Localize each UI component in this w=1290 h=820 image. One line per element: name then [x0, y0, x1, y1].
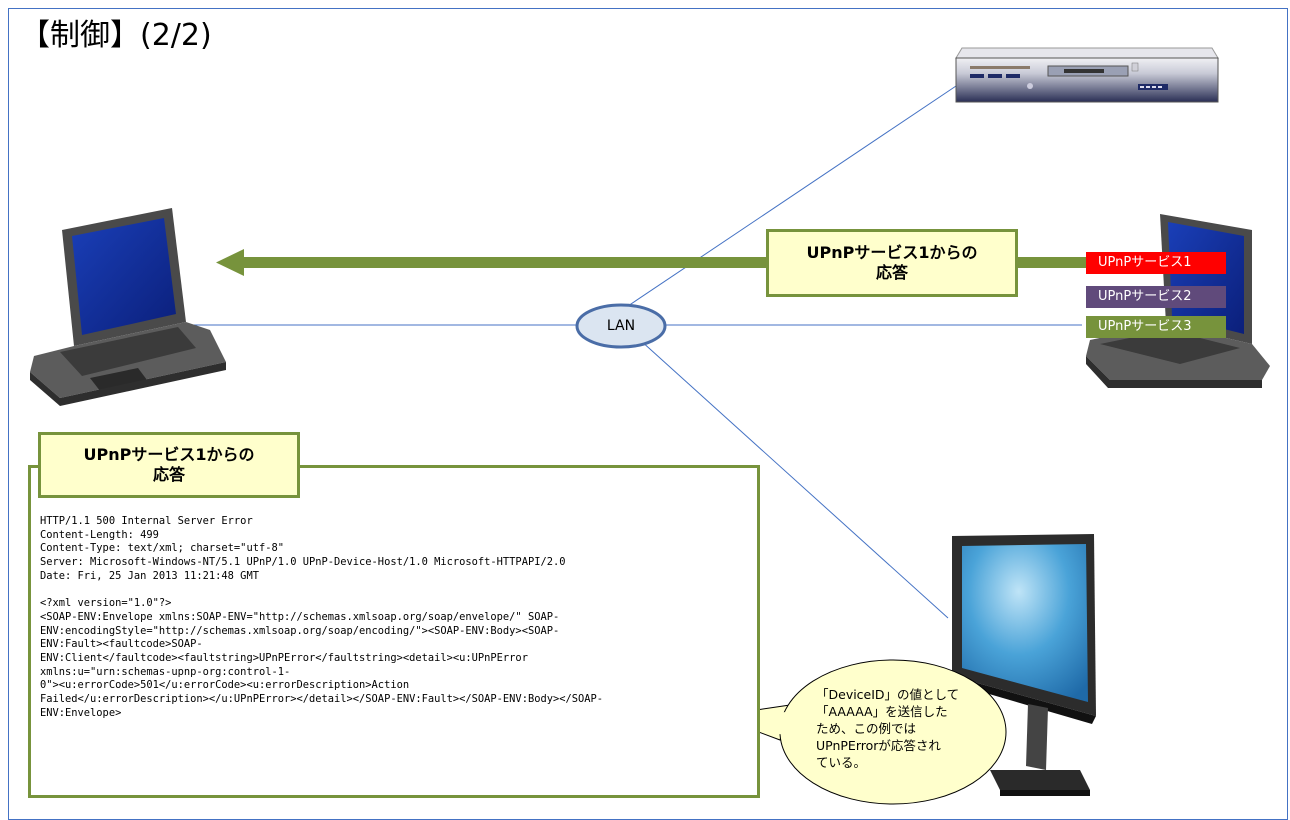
code-line: xmlns:u="urn:schemas-upnp-org:control-1- [40, 665, 291, 678]
lan-label: LAN [606, 318, 636, 334]
service-3-label: UPnPサービス3 [1086, 316, 1226, 338]
page-title: 【制御】(2/2) [20, 18, 212, 53]
code-line: Content-Type: text/xml; charset="utf-8" [40, 542, 284, 555]
response-callout-text: UPnPサービス1からの 応答 [806, 243, 978, 282]
code-line: Failed</u:errorDescription></u:UPnPError… [40, 693, 604, 706]
code-line: <?xml version="1.0"?> [40, 597, 172, 610]
service-1-label: UPnPサービス1 [1086, 252, 1226, 274]
service-2-label: UPnPサービス2 [1086, 286, 1226, 308]
code-line: <SOAP-ENV:Envelope xmlns:SOAP-ENV="http:… [40, 610, 560, 623]
lan-links [186, 81, 1082, 619]
code-line: Date: Fri, 25 Jan 2013 11:21:48 GMT [40, 569, 259, 582]
note-text: 「DeviceID」の値として 「AAAAA」を送信した ため、この例では UP… [816, 687, 960, 770]
link-tv [639, 339, 949, 619]
link-recorder [621, 81, 963, 311]
code-line: ENV:Fault><faultcode>SOAP- [40, 638, 203, 651]
code-line: ENV:Envelope> [40, 706, 122, 719]
code-line: Content-Length: 499 [40, 528, 159, 541]
code-line: ENV:encodingStyle="http://schemas.xmlsoa… [40, 624, 560, 637]
code-line [40, 584, 750, 598]
code-line: HTTP/1.1 500 Internal Server Error [40, 515, 253, 527]
code-line: ENV:Client</faultcode><faultstring>UPnPE… [40, 652, 528, 665]
tv-device-icon [948, 534, 1096, 796]
response-detail-box [28, 465, 760, 798]
response-callout: UPnPサービス1からの 応答 [766, 229, 1018, 297]
code-callout-text: UPnPサービス1からの 応答 [83, 445, 255, 484]
code-line: Server: Microsoft-Windows-NT/5.1 UPnP/1.… [40, 556, 566, 569]
code-line: 0"><u:errorCode>501</u:errorCode><u:erro… [40, 679, 410, 692]
laptop-left-icon [30, 208, 226, 406]
recorder-device-icon [955, 47, 1219, 103]
lan-hub [575, 303, 667, 349]
response-arrow [216, 249, 1090, 276]
code-callout: UPnPサービス1からの 応答 [38, 432, 300, 498]
